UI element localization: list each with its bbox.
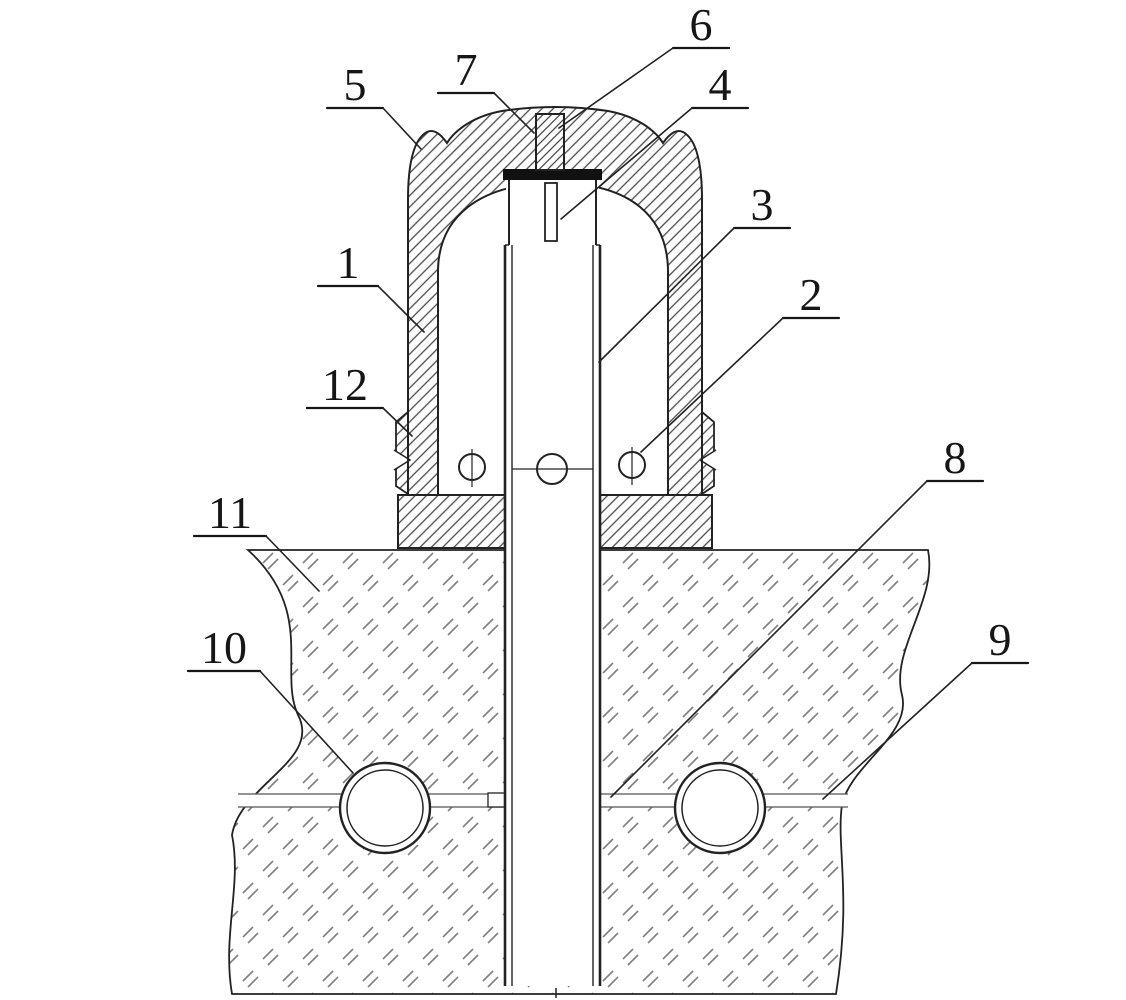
leader-line xyxy=(610,480,928,798)
top-block xyxy=(535,113,565,171)
callout-7: 7 xyxy=(436,44,535,134)
callout-number: 4 xyxy=(709,59,732,110)
callout-number: 1 xyxy=(337,237,360,288)
base-flange-right xyxy=(599,494,713,549)
inner-pin xyxy=(544,182,558,242)
callout-number: 12 xyxy=(322,359,368,410)
callout-number: 3 xyxy=(751,179,774,230)
callout-number: 9 xyxy=(989,614,1012,665)
strip-notch xyxy=(487,792,506,808)
callout-number: 6 xyxy=(690,0,713,50)
leader-line xyxy=(382,407,413,437)
callout-number: 2 xyxy=(800,269,823,320)
callout-number: 5 xyxy=(344,59,367,110)
leader-line xyxy=(265,535,320,592)
callout-5: 5 xyxy=(325,59,422,150)
callout-4: 4 xyxy=(560,59,750,220)
leader-line xyxy=(382,107,422,150)
center-tube xyxy=(503,180,602,998)
callout-1: 1 xyxy=(316,237,425,333)
leader-line xyxy=(493,92,535,134)
right-foot-seal xyxy=(698,410,717,496)
right-hole xyxy=(618,447,646,485)
leader-line xyxy=(640,317,784,453)
right-pipe-circle xyxy=(673,761,767,855)
left-hole xyxy=(458,449,486,487)
left-pipe-circle xyxy=(338,761,432,855)
callout-6: 6 xyxy=(558,0,731,129)
leader-line xyxy=(560,107,693,220)
callout-number: 11 xyxy=(208,487,252,538)
callouts: 1 2 3 4 5 6 7 xyxy=(186,0,1030,800)
callout-10: 10 xyxy=(186,622,354,774)
leader-line xyxy=(598,227,735,363)
leader-line xyxy=(377,285,425,333)
tube-cap-bar xyxy=(503,169,602,180)
leader-line xyxy=(259,670,354,774)
callout-9: 9 xyxy=(822,614,1030,800)
left-foot-seal xyxy=(393,410,412,496)
center-hole xyxy=(512,453,593,485)
tube-body xyxy=(506,180,599,986)
callout-number: 10 xyxy=(201,622,247,673)
base-flange-left xyxy=(397,494,506,549)
callout-8: 8 xyxy=(610,432,985,798)
leader-line xyxy=(822,662,973,800)
callout-11: 11 xyxy=(192,487,320,592)
callout-3: 3 xyxy=(598,179,792,363)
callout-2: 2 xyxy=(640,269,841,453)
callout-12: 12 xyxy=(305,359,413,437)
callout-number: 7 xyxy=(455,44,478,95)
leader-line xyxy=(558,47,674,129)
callout-number: 8 xyxy=(944,432,967,483)
